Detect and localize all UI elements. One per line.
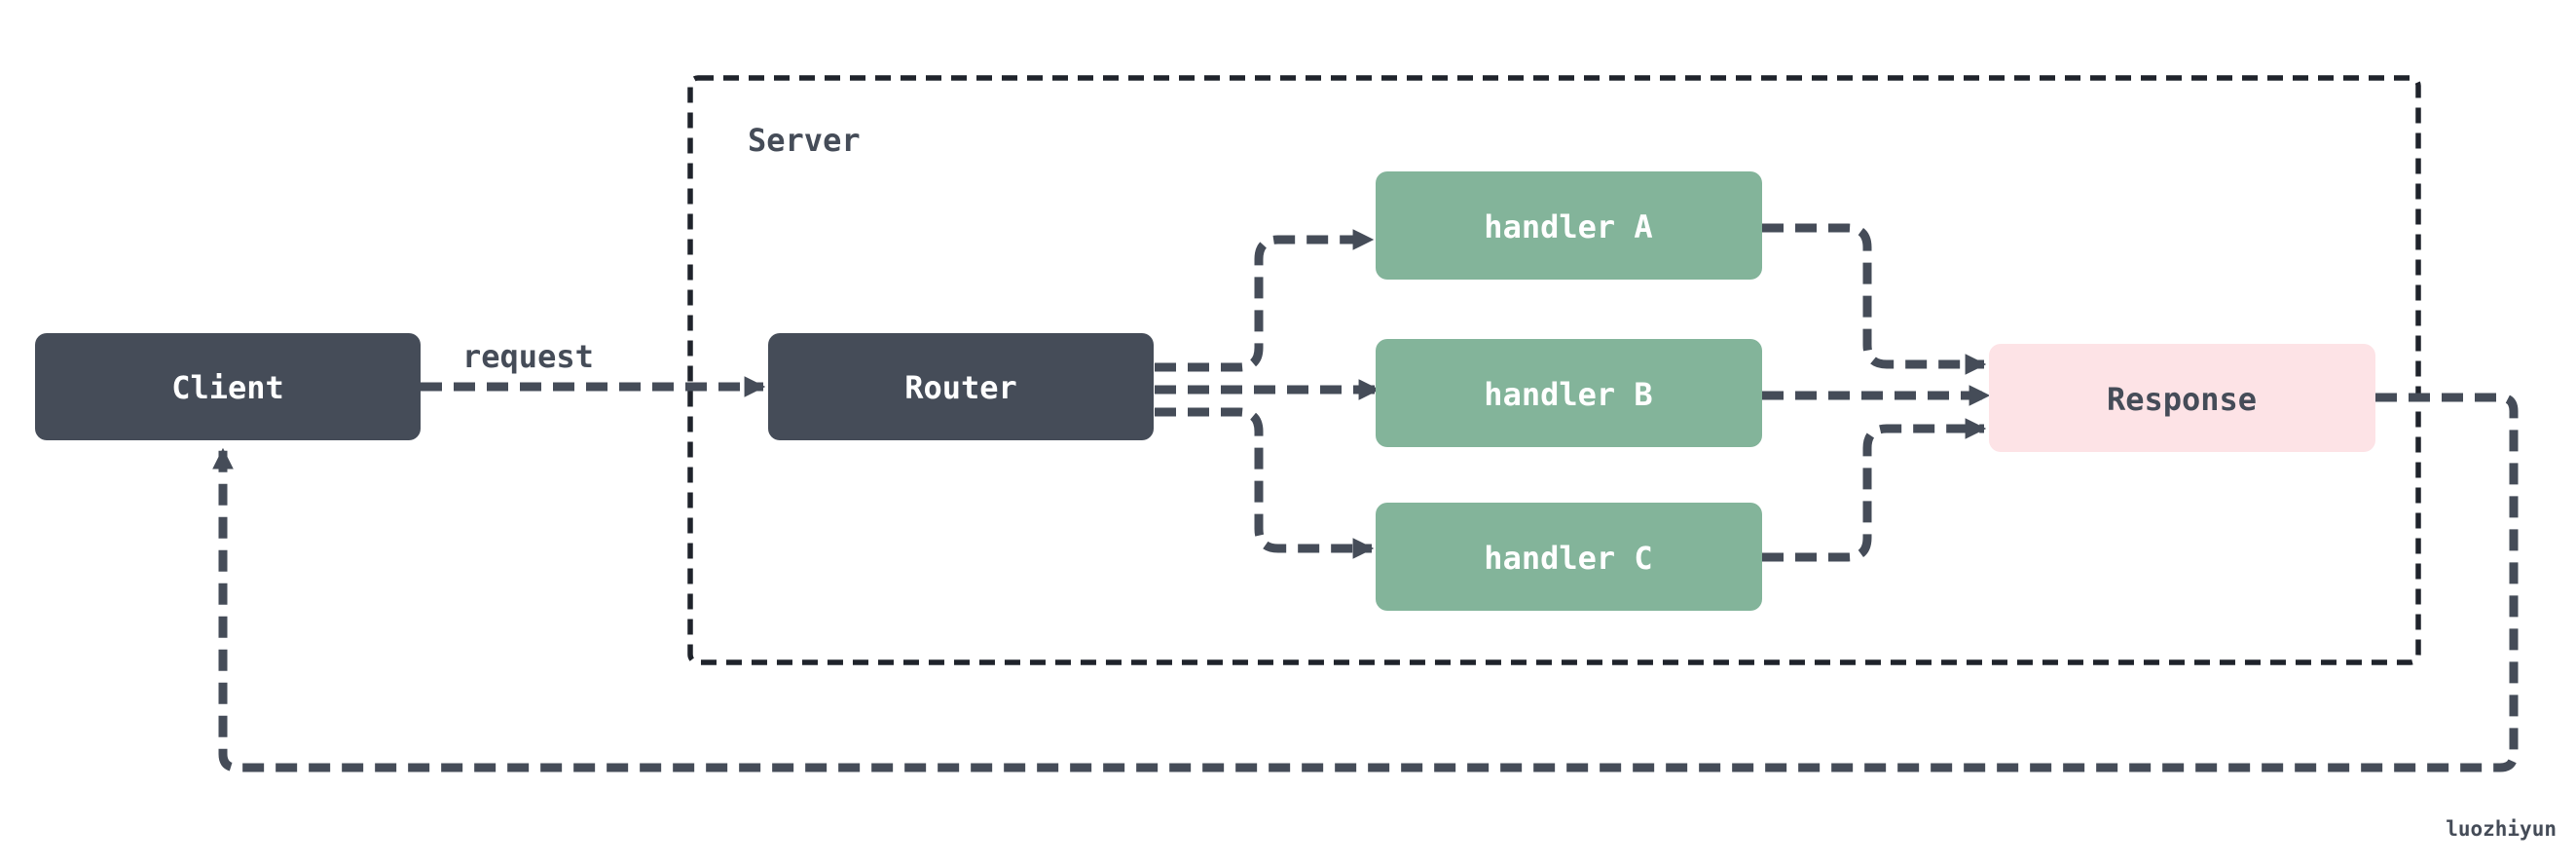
server-label: Server <box>748 122 861 159</box>
response-node[interactable]: Response <box>1989 344 2375 452</box>
handler-b-node-box <box>1376 339 1762 447</box>
handler-a-node-label: handler A <box>1484 208 1652 245</box>
handler-a-node-box <box>1376 171 1762 280</box>
router-node-box <box>768 333 1154 440</box>
router-to-handler-c-edge <box>1155 407 1375 559</box>
handler-b-node-label: handler B <box>1484 376 1652 413</box>
handler-c-node[interactable]: handler C <box>1376 503 1762 611</box>
handler-c-to-response-edge <box>1762 418 1987 562</box>
response-node-label: Response <box>2107 381 2257 418</box>
client-node-label: Client <box>171 369 284 406</box>
handler-c-node-box <box>1376 503 1762 611</box>
handler-a-node[interactable]: handler A <box>1376 171 1762 280</box>
response-to-client-edge <box>212 393 2519 772</box>
handler-c-node-label: handler C <box>1484 540 1652 577</box>
server-boundary <box>687 75 2421 665</box>
credit-label: luozhiyun <box>2446 817 2557 841</box>
router-node[interactable]: Router <box>768 333 1154 440</box>
router-node-label: Router <box>904 369 1017 406</box>
router-to-handler-a-edge <box>1155 229 1375 372</box>
client-node[interactable]: Client <box>35 333 421 440</box>
client-node-box <box>35 333 421 440</box>
request-edge-label: request <box>462 338 594 375</box>
handler-b-node[interactable]: handler B <box>1376 339 1762 447</box>
response-node-box <box>1989 344 2375 452</box>
handler-a-to-response-edge <box>1762 223 1987 375</box>
